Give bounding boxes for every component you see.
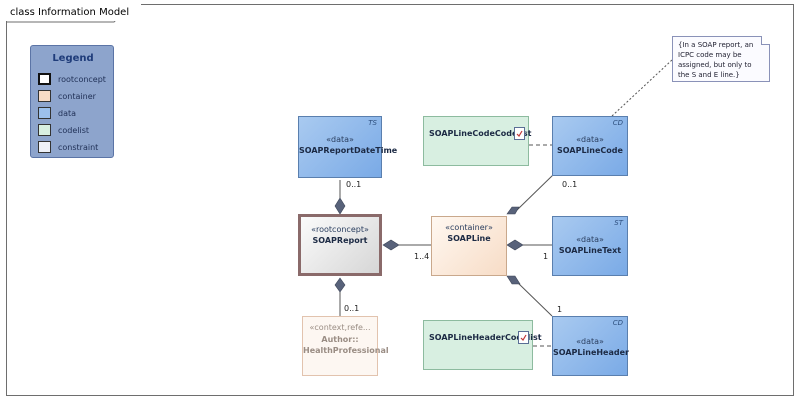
frame-title: class Information Model xyxy=(6,4,142,21)
class-name-line2: HealthProfessional xyxy=(303,346,389,355)
legend-label: codelist xyxy=(58,125,90,135)
aggregation-diamond-header xyxy=(506,275,521,285)
legend-label: constraint xyxy=(58,142,99,152)
aggregation-diamond-line xyxy=(382,239,400,251)
type-tag: CD xyxy=(612,119,623,127)
note-anchor xyxy=(611,59,673,117)
class-stereotype: «data» xyxy=(576,235,604,244)
class-stereotype: «data» xyxy=(576,337,604,346)
class-soap-line-code[interactable]: CD «data» SOAPLineCode xyxy=(552,116,628,176)
legend-label: data xyxy=(58,108,77,118)
class-soap-report-datetime[interactable]: TS «data» SOAPReportDateTime xyxy=(298,116,398,178)
class-stereotype: «data» xyxy=(326,135,354,144)
multiplicity-line-header: 1 xyxy=(557,305,563,314)
class-name-line1: Author:: xyxy=(321,335,359,344)
multiplicity-author: 0..1 xyxy=(344,304,360,313)
multiplicity-line-text: 1 xyxy=(543,252,549,261)
class-name: SOAPLine xyxy=(447,234,491,243)
class-soap-report[interactable]: «rootconcept» SOAPReport xyxy=(298,214,382,276)
document-icon xyxy=(518,331,529,344)
class-soap-line[interactable]: «container» SOAPLine xyxy=(431,216,507,276)
class-name: SOAPLineHeader xyxy=(553,348,629,357)
class-name: SOAPLineText xyxy=(558,246,622,255)
class-soap-line-header[interactable]: CD «data» SOAPLineHeader xyxy=(552,316,629,376)
class-name: SOAPReportDateTime xyxy=(299,146,398,155)
connector-line-header xyxy=(516,281,553,317)
multiplicity-line-code: 0..1 xyxy=(562,180,578,189)
legend-swatch xyxy=(38,141,51,153)
multiplicity-datetime: 0..1 xyxy=(346,180,362,189)
legend-item-data: data xyxy=(38,106,76,120)
class-stereotype: «container» xyxy=(445,223,493,232)
legend-label: container xyxy=(58,91,96,101)
aggregation-diamond-datetime xyxy=(334,197,346,215)
class-stereotype: «rootconcept» xyxy=(311,225,369,234)
legend-item-constraint: constraint xyxy=(38,140,98,154)
type-tag: TS xyxy=(368,119,377,127)
legend-item-rootconcept: rootconcept xyxy=(38,72,106,86)
aggregation-diamond-code xyxy=(506,206,520,215)
class-author-health-professional[interactable]: «context,refe... Author:: HealthProfessi… xyxy=(302,316,389,376)
legend-swatch xyxy=(38,73,51,85)
connector-line-code xyxy=(516,173,555,211)
class-soap-line-header-codelist[interactable]: SOAPLineHeaderCodelist xyxy=(423,320,542,370)
legend-panel: Legend rootconcept container data codeli… xyxy=(30,45,114,158)
legend-swatch xyxy=(38,124,51,136)
aggregation-diamond-author xyxy=(334,277,346,293)
legend-title: Legend xyxy=(52,53,94,64)
type-tag: CD xyxy=(612,319,623,327)
document-icon xyxy=(514,127,525,140)
constraint-note[interactable]: {In a SOAP report, an ICPC code may be a… xyxy=(672,36,770,82)
class-soap-line-code-codelist[interactable]: SOAPLineCodeCodelist xyxy=(423,116,532,166)
legend-item-container: container xyxy=(38,89,96,103)
class-stereotype: «data» xyxy=(576,135,604,144)
class-soap-line-text[interactable]: ST «data» SOAPLineText xyxy=(552,216,628,276)
class-name: SOAPReport xyxy=(312,236,368,245)
legend-item-codelist: codelist xyxy=(38,123,89,137)
class-stereotype: «context,refe... xyxy=(309,323,371,332)
class-name: SOAPLineCodeCodelist xyxy=(429,129,532,138)
aggregation-diamond-text xyxy=(506,239,524,251)
class-name: SOAPLineHeaderCodelist xyxy=(429,333,542,342)
legend-label: rootconcept xyxy=(58,74,106,84)
legend-swatch xyxy=(38,107,51,119)
legend-swatch xyxy=(38,90,51,102)
class-name: SOAPLineCode xyxy=(557,146,623,155)
multiplicity-line: 1..4 xyxy=(414,252,430,261)
type-tag: ST xyxy=(614,219,623,227)
